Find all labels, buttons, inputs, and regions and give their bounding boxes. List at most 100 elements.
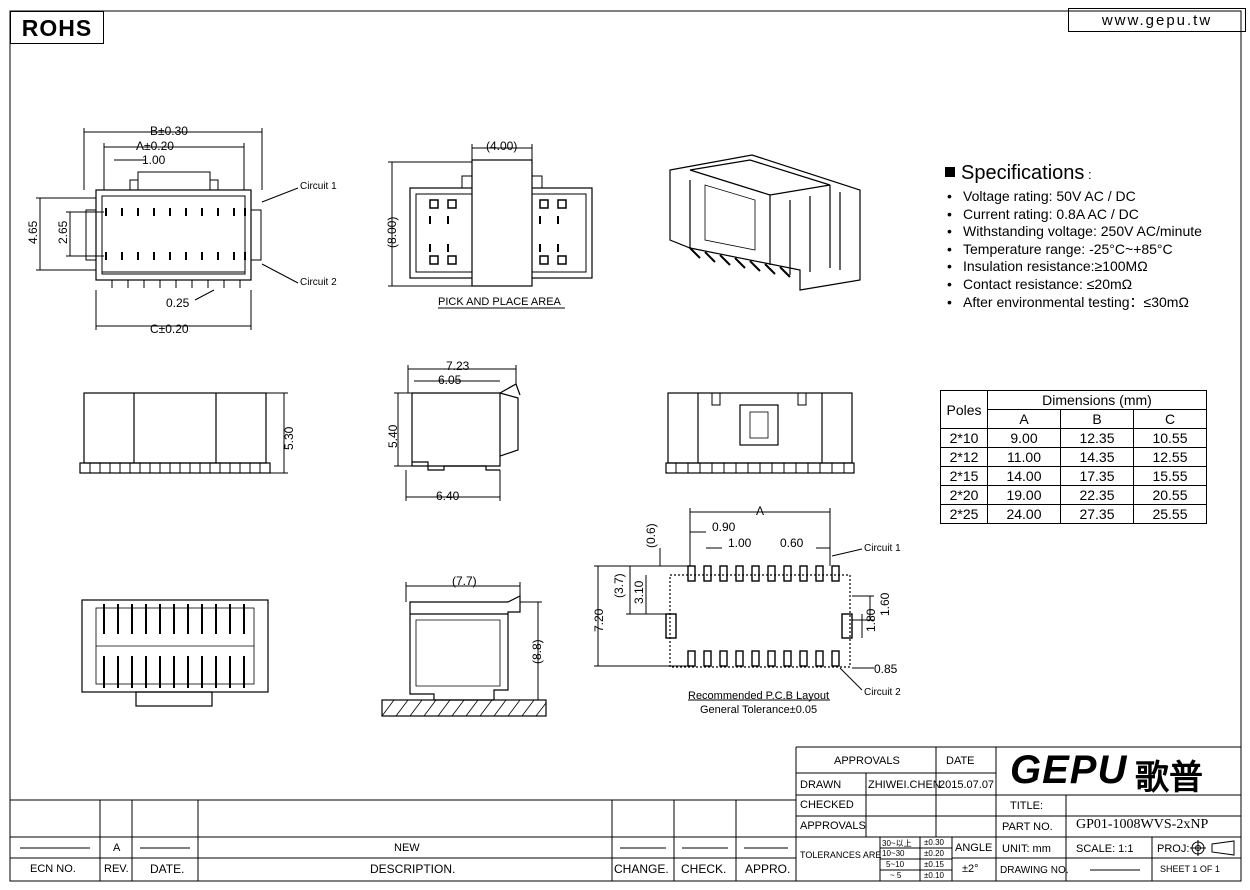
- pcb-dim-06-label: (0.6): [644, 523, 658, 548]
- dim-723-label: 7.23: [446, 359, 470, 373]
- dim-b-label: B±0.30: [150, 124, 188, 138]
- description-label: DESCRIPTION.: [370, 862, 456, 876]
- part-no-value: GP01-1008WVS-2xNP: [1076, 817, 1209, 832]
- approvals-header: APPROVALS: [834, 755, 900, 767]
- drawn-by-value: ZHIWEI.CHEN: [868, 779, 941, 791]
- poles-header: Poles: [940, 390, 988, 429]
- pcb-dim-060-label: 0.60: [780, 536, 804, 550]
- drawing-no-label: DRAWING NO.: [1000, 865, 1069, 876]
- date-label: DATE.: [150, 862, 185, 876]
- tol-value: ±0.10: [924, 871, 944, 880]
- pcb-layout-title: Recommended P.C.B Layout: [688, 690, 830, 702]
- dim-77-label: (7.7): [452, 574, 477, 588]
- tol-value: ±0.30: [924, 838, 944, 847]
- dim-400-label: (4.00): [486, 139, 518, 153]
- dim-025-label: 0.25: [166, 296, 190, 310]
- pick-and-place-drawing: [388, 144, 593, 309]
- pcb-dim-160-label: 1.60: [878, 592, 892, 616]
- title-label: TITLE:: [1010, 800, 1044, 812]
- approvals-label: APPROVALS: [800, 820, 866, 832]
- spec-item: Contact resistance: ≤20mΩ: [947, 276, 1202, 294]
- tolerances-label: TOLERANCES ARE: [800, 850, 882, 860]
- circuit2-label: Circuit 2: [300, 277, 337, 288]
- sheet-label: SHEET 1 OF 1: [1160, 864, 1220, 874]
- pcb-dim-310-label: 3.10: [632, 580, 646, 604]
- dim-265-label: 2.65: [56, 220, 70, 244]
- square-bullet-icon: [945, 167, 955, 177]
- col-header: B: [1060, 409, 1134, 429]
- rev-label: REV.: [104, 863, 129, 875]
- dim-605-label: 6.05: [438, 373, 462, 387]
- rohs-badge: ROHS: [10, 11, 104, 44]
- drawn-label: DRAWN: [800, 779, 842, 791]
- dim-88-label: (8.8): [530, 639, 544, 664]
- dim-a-label: A±0.20: [136, 139, 174, 153]
- pcb-dim-720-label: 7.20: [592, 608, 606, 632]
- date-header: DATE: [946, 755, 975, 767]
- scale-label: SCALE: 1:1: [1076, 843, 1134, 855]
- pcb-dim-180-label: 1.80: [864, 608, 878, 632]
- pcb-dim-085-label: 0.85: [874, 662, 898, 676]
- unit-label: UNIT: mm: [1002, 843, 1051, 855]
- dim-640-label: 6.40: [436, 489, 460, 503]
- title-block-grid: [10, 746, 1241, 881]
- check-label: CHECK.: [681, 862, 727, 876]
- angle-value: ±2°: [962, 863, 979, 875]
- spec-item: Current rating: 0.8A AC / DC: [947, 206, 1202, 224]
- isometric-drawing: [669, 154, 861, 291]
- projection-symbol-icon: [1190, 840, 1235, 856]
- col-header: C: [1133, 409, 1207, 429]
- projection-label: PROJ:: [1157, 843, 1190, 855]
- pcb-layout-drawing: [594, 508, 874, 701]
- pcb-dim-37-label: (3.7): [612, 573, 626, 598]
- spec-item: Insulation resistance:≥100MΩ: [947, 258, 1202, 276]
- col-header: A: [987, 409, 1061, 429]
- spec-item: Withstanding voltage: 250V AC/minute: [947, 223, 1202, 241]
- spec-item: Temperature range: -25°C~+85°C: [947, 241, 1202, 259]
- specifications-title: Specifications :: [945, 162, 1092, 185]
- spec-item: After environmental testing：≤30mΩ: [947, 294, 1202, 312]
- tol-range: 5~10: [886, 860, 905, 869]
- dim-800-label: (8.00): [385, 216, 399, 248]
- front-view-drawing: [79, 392, 288, 474]
- rear-view-drawing: [665, 392, 855, 474]
- pcb-tolerance-label: General Tolerance±0.05: [700, 704, 818, 716]
- pcb-dim-a-label: A: [756, 504, 765, 518]
- pcb-dim-090-label: 0.90: [712, 520, 736, 534]
- website-label: www.gepu.tw: [1068, 8, 1246, 32]
- mated-view-drawing: [381, 582, 547, 717]
- circuit1-label: Circuit 1: [300, 181, 337, 192]
- gepu-logo: GEPU: [1010, 748, 1128, 792]
- pcb-dim-100-label: 1.00: [728, 536, 752, 550]
- gepu-logo-chinese: 歌普: [1135, 758, 1203, 798]
- description-value: NEW: [394, 842, 420, 854]
- dim-465-label: 4.65: [26, 220, 40, 244]
- dim-540-label: 5.40: [386, 424, 400, 448]
- top-view-drawing: [36, 128, 299, 330]
- pcb-circuit1-label: Circuit 1: [864, 543, 901, 554]
- tol-range: 30~以上: [882, 839, 912, 848]
- dimensions-header: Dimensions (mm): [987, 390, 1207, 410]
- ecn-no-label: ECN NO.: [30, 863, 76, 875]
- dim-c-label: C±0.20: [150, 322, 189, 336]
- tol-value: ±0.20: [924, 849, 944, 858]
- drawn-date-value: 2015.07.07: [939, 779, 995, 791]
- checked-label: CHECKED: [800, 799, 854, 811]
- angle-label: ANGLE: [955, 842, 993, 854]
- bottom-view-drawing: [81, 599, 269, 707]
- specifications-list: Voltage rating: 50V AC / DC Current rati…: [947, 188, 1202, 311]
- part-no-label: PART NO.: [1002, 821, 1053, 833]
- tol-range: 10~30: [882, 849, 905, 858]
- tol-range: ~ 5: [890, 871, 902, 880]
- side-view-drawing: [394, 365, 521, 501]
- rev-value: A: [113, 842, 121, 854]
- dim-530-label: 5.30: [282, 426, 296, 450]
- pcb-circuit2-label: Circuit 2: [864, 687, 901, 698]
